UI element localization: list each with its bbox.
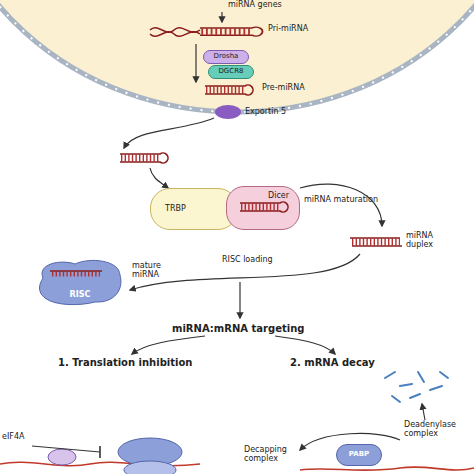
text-label: Deadenylase complex [404, 421, 468, 439]
process-arrow [195, 44, 196, 82]
exportin-shape [215, 105, 241, 119]
mrna-strand [300, 467, 474, 470]
step-heading: 1. Translation inhibition [58, 357, 192, 368]
protein-box: Drosha [203, 50, 249, 64]
text-label: mature miRNA [132, 262, 172, 280]
node-text: Dicer [268, 192, 289, 201]
node-text: Drosha [214, 53, 239, 61]
protein-box: Dicer [226, 186, 300, 230]
targeting-arrow [239, 282, 240, 318]
text-label: Exportin 5 [245, 108, 286, 117]
text-label: eIF4A [2, 433, 24, 442]
branch-arrow [275, 336, 335, 354]
pri-mirna [150, 27, 262, 36]
pre-mirna [205, 85, 253, 95]
text-label: RISC loading [222, 256, 273, 265]
text-label: miRNA genes [228, 1, 282, 10]
decay-arrow [422, 404, 425, 420]
text-label: miRNA duplex [406, 232, 456, 250]
complex-blob: RISC [35, 258, 125, 306]
maturation-arrow [300, 184, 382, 226]
cytoplasmic-pre-mirna [120, 153, 168, 163]
branch-arrow [132, 336, 205, 354]
export-arrow [124, 118, 214, 148]
protein-box: PABP [336, 444, 382, 466]
process-arrow [150, 168, 168, 188]
nucleus [0, 0, 474, 112]
node-text: TRBP [165, 205, 186, 214]
mirna-duplex [350, 238, 402, 246]
step-heading: miRNA:mRNA targeting [172, 323, 304, 334]
text-label: Pri-miRNA [268, 25, 308, 34]
protein-box: TRBP [150, 188, 238, 230]
translation-illustration [0, 438, 200, 474]
node-text: RISC [70, 291, 91, 300]
mrna-fragments [385, 372, 448, 402]
node-text: PABP [349, 451, 369, 459]
protein-box: DGCR8 [208, 65, 254, 79]
text-label: Pre-miRNA [262, 84, 305, 93]
step-heading: 2. mRNA decay [290, 357, 375, 368]
gene-arrow [222, 12, 223, 22]
loading-arrow [130, 254, 360, 290]
text-label: Decapping complex [244, 446, 300, 464]
nuclear-pores [0, 0, 474, 112]
risc-shape [40, 260, 121, 304]
text-label: miRNA maturation [304, 196, 384, 205]
node-text: DGCR8 [218, 68, 243, 76]
